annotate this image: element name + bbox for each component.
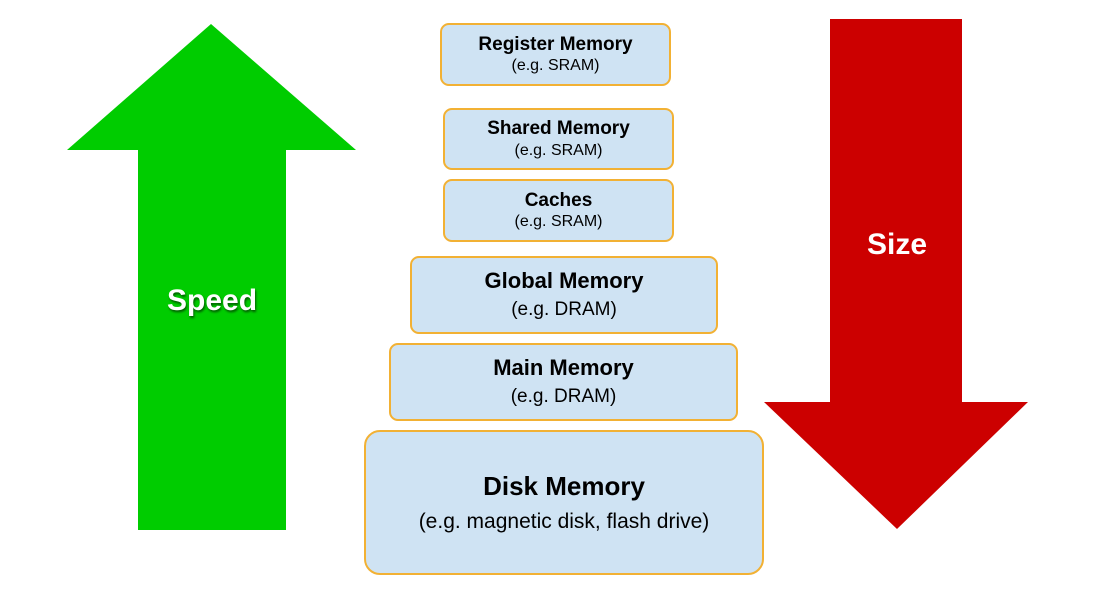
size-label: Size: [866, 228, 928, 261]
disk-memory-box: Disk Memory (e.g. magnetic disk, flash d…: [364, 430, 764, 575]
speed-arrow: [67, 24, 356, 530]
memory-level-example: (e.g. DRAM): [510, 385, 617, 407]
main-memory-box: Main Memory (e.g. DRAM): [389, 343, 738, 421]
memory-level-name: Caches: [524, 189, 593, 211]
caches-box: Caches (e.g. SRAM): [443, 179, 674, 242]
memory-level-name: Global Memory: [484, 268, 644, 294]
memory-level-example: (e.g. magnetic disk, flash drive): [418, 509, 710, 533]
global-memory-box: Global Memory (e.g. DRAM): [410, 256, 718, 334]
memory-level-name: Register Memory: [478, 33, 633, 55]
speed-label: Speed: [166, 284, 258, 317]
memory-level-name: Shared Memory: [487, 118, 630, 139]
memory-level-example: (e.g. DRAM): [511, 298, 617, 320]
register-memory-box: Register Memory (e.g. SRAM): [440, 23, 671, 86]
memory-level-name: Disk Memory: [483, 471, 645, 502]
memory-level-example: (e.g. SRAM): [511, 57, 600, 75]
memory-level-example: (e.g. SRAM): [514, 141, 603, 159]
memory-level-name: Main Memory: [493, 355, 634, 381]
size-arrow: [764, 19, 1028, 529]
shared-memory-box: Shared Memory (e.g. SRAM): [443, 108, 674, 170]
memory-level-example: (e.g. SRAM): [514, 213, 603, 231]
